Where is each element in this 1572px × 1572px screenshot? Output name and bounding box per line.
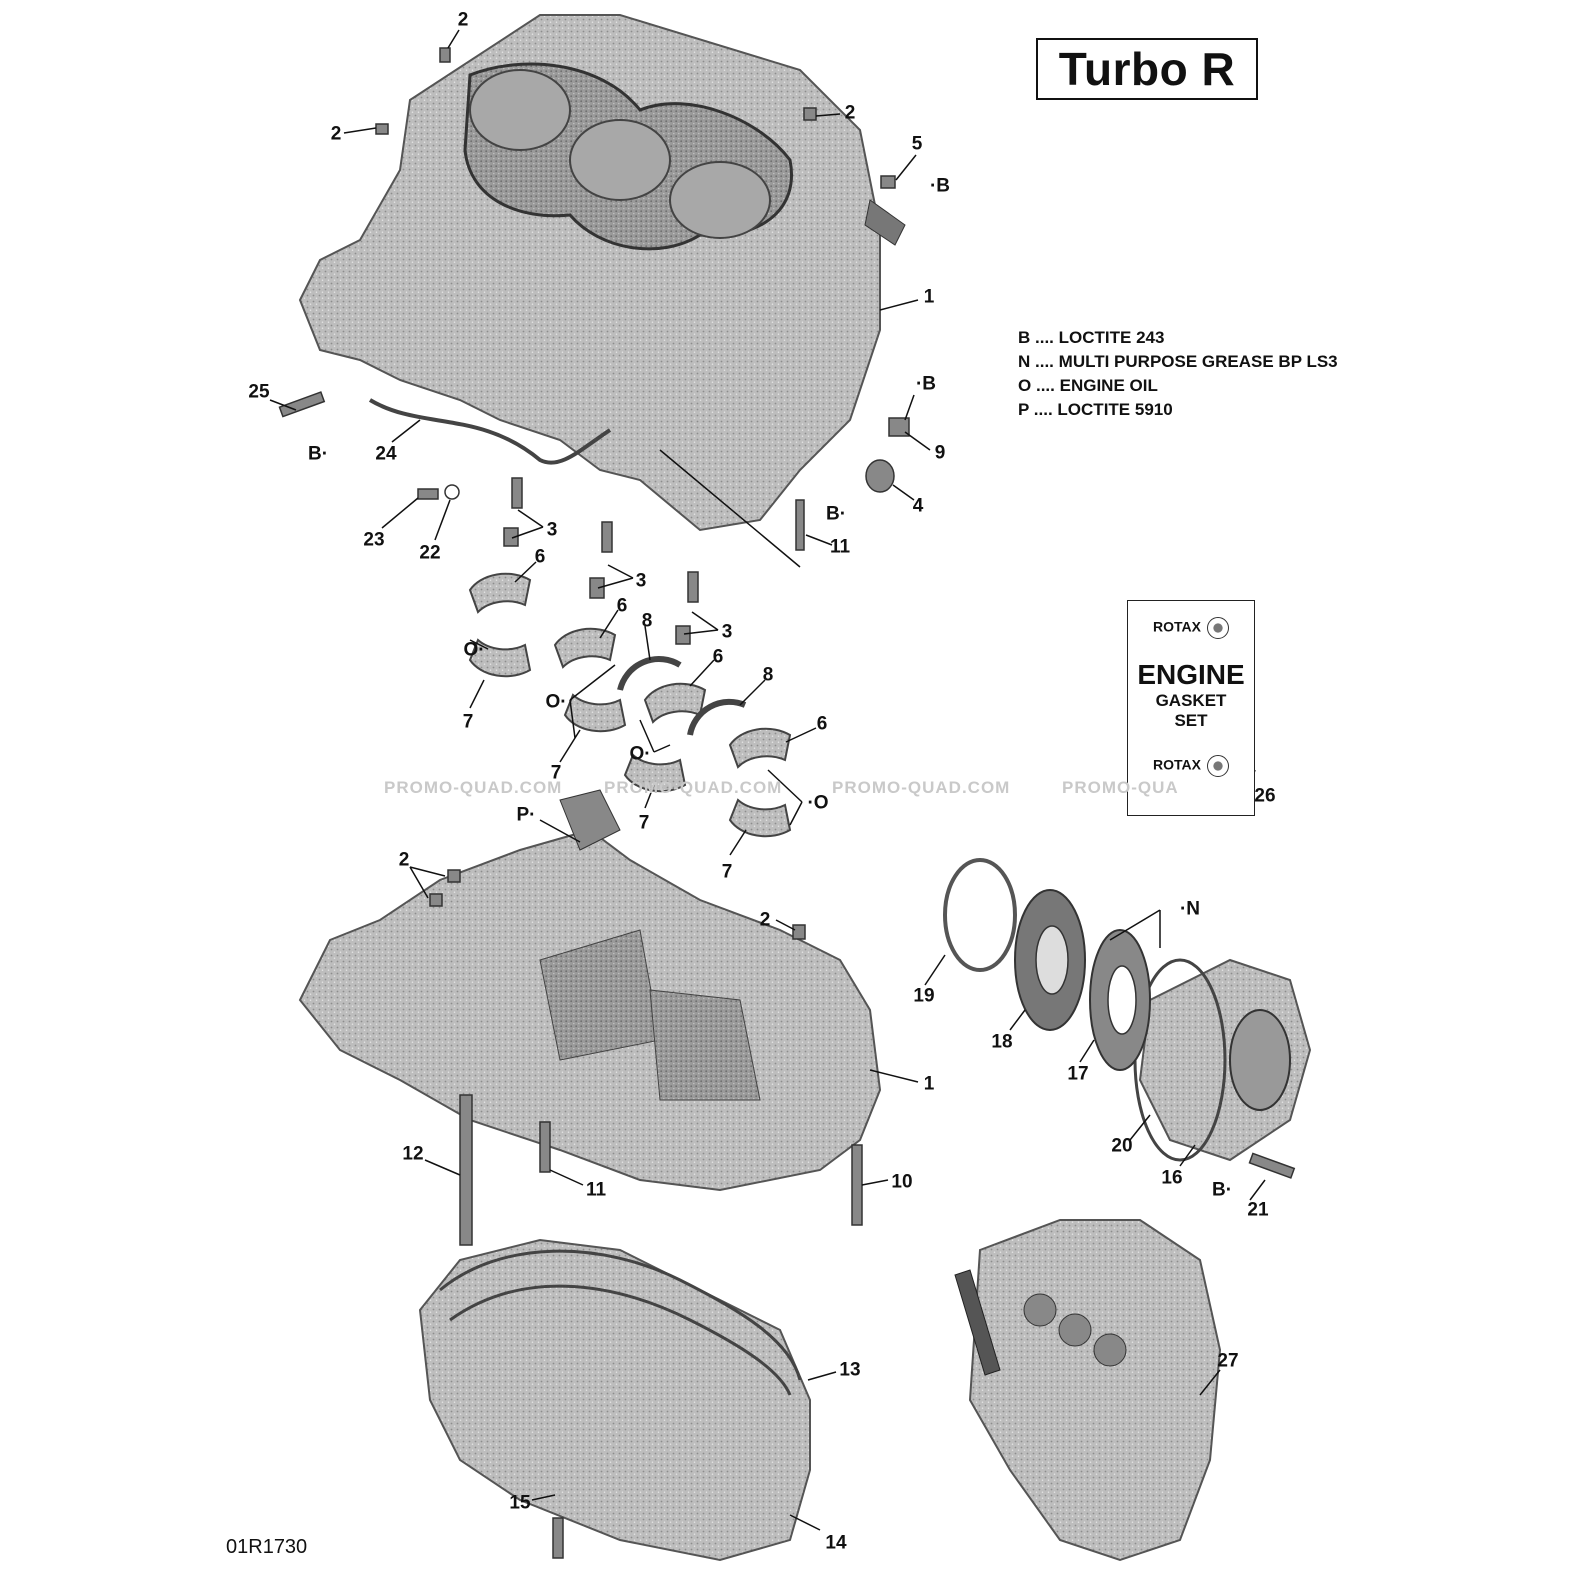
rotax-logo-icon: [1206, 617, 1229, 639]
callout-loctite-5910: P·: [516, 804, 536, 826]
callout-8: 8: [762, 664, 774, 686]
legend-row-p: P .... LOCTITE 5910: [1018, 400, 1173, 419]
callout-11: 11: [829, 536, 851, 558]
callout-20: 20: [1111, 1135, 1133, 1157]
callout-26: 26: [1254, 785, 1276, 807]
watermark: PROMO-QUAD.COM: [832, 778, 1011, 797]
callout-10: 10: [891, 1171, 913, 1193]
callout-6: 6: [816, 713, 828, 735]
legend-row-b: B .... LOCTITE 243: [1018, 328, 1165, 347]
callout-5-loctite: ·B: [929, 175, 951, 197]
callout-18: 18: [991, 1031, 1013, 1053]
callout-25: 25: [248, 381, 270, 403]
callout-1: 1: [923, 286, 935, 308]
callout-19: 19: [913, 985, 935, 1007]
callout-21: 21: [1247, 1199, 1269, 1221]
callout-9-loctite: ·B: [915, 373, 937, 395]
callout-5: 5: [911, 133, 923, 155]
callout-oil: O·: [629, 743, 651, 765]
callout-27: 27: [1217, 1350, 1239, 1372]
callout-14: 14: [825, 1532, 847, 1554]
callout-3: 3: [721, 621, 733, 643]
gasket-kit-package: ROTAX ENGINE GASKET SET ROTAX: [1127, 600, 1255, 816]
callout-9: 9: [934, 442, 946, 464]
watermark: PROMO-QUAD.COM: [604, 778, 783, 797]
callout-6: 6: [712, 646, 724, 668]
callout-4-loctite: B·: [825, 503, 847, 525]
callout-6: 6: [534, 546, 546, 568]
callout-6: 6: [616, 595, 628, 617]
kit-brand-bottom: ROTAX: [1153, 756, 1201, 773]
callout-7: 7: [462, 711, 474, 733]
callout-25-loctite: B·: [307, 443, 329, 465]
callout-7: 7: [550, 762, 562, 784]
crankcase-cover: [1133, 958, 1312, 1162]
callout-oil: O·: [545, 691, 567, 713]
callout-13: 13: [839, 1359, 861, 1381]
callout-16: 16: [1161, 1167, 1183, 1189]
callout-1: 1: [923, 1073, 935, 1095]
callout-8: 8: [641, 610, 653, 632]
rotax-logo-icon: [1206, 755, 1229, 777]
model-title: Turbo R: [1036, 38, 1258, 100]
callout-3: 3: [546, 519, 558, 541]
callout-21-loctite: B·: [1211, 1179, 1233, 1201]
callout-2: 2: [398, 849, 410, 871]
callout-oil: ·O: [807, 792, 829, 814]
watermark: PROMO-QUA: [1062, 778, 1179, 797]
kit-set-label: SET: [1174, 711, 1208, 730]
kit-brand-top: ROTAX: [1153, 618, 1201, 635]
callout-7: 7: [721, 861, 733, 883]
legend-row-o: O .... ENGINE OIL: [1018, 376, 1158, 395]
callout-4: 4: [912, 495, 924, 517]
kit-engine-label: ENGINE: [1137, 659, 1245, 690]
lower-crankcase: [298, 789, 882, 1192]
leader-lines: [269, 29, 1266, 1531]
callout-2: 2: [457, 9, 469, 31]
callout-12: 12: [402, 1143, 424, 1165]
callout-24: 24: [375, 443, 397, 465]
callout-oil: O·: [463, 639, 485, 661]
complete-engine: [954, 1219, 1222, 1562]
callout-grease: ·N: [1179, 898, 1201, 920]
callout-23: 23: [363, 529, 385, 551]
fasteners: [278, 47, 1296, 1559]
callout-15: 15: [509, 1492, 531, 1514]
legend-row-n: N .... MULTI PURPOSE GREASE BP LS3: [1018, 352, 1338, 371]
callout-7: 7: [638, 812, 650, 834]
lubricant-legend: B .... LOCTITE 243 N .... MULTI PURPOSE …: [1018, 326, 1338, 422]
callout-2: 2: [330, 123, 342, 145]
upper-crankcase: [298, 14, 906, 532]
oil-pan-assembly: [418, 1238, 811, 1562]
callout-3: 3: [635, 570, 647, 592]
callout-2: 2: [759, 909, 771, 931]
watermark: PROMO-QUAD.COM: [384, 778, 563, 797]
callout-22: 22: [419, 542, 441, 564]
kit-gasket-label: GASKET: [1155, 691, 1227, 710]
diagram-reference: 01R1730: [226, 1536, 308, 1558]
callout-17: 17: [1067, 1063, 1089, 1085]
bearing-shells: [468, 572, 792, 838]
callout-2: 2: [844, 102, 856, 124]
callout-11: 11: [585, 1179, 607, 1201]
seals-and-rings: [943, 858, 1151, 1071]
